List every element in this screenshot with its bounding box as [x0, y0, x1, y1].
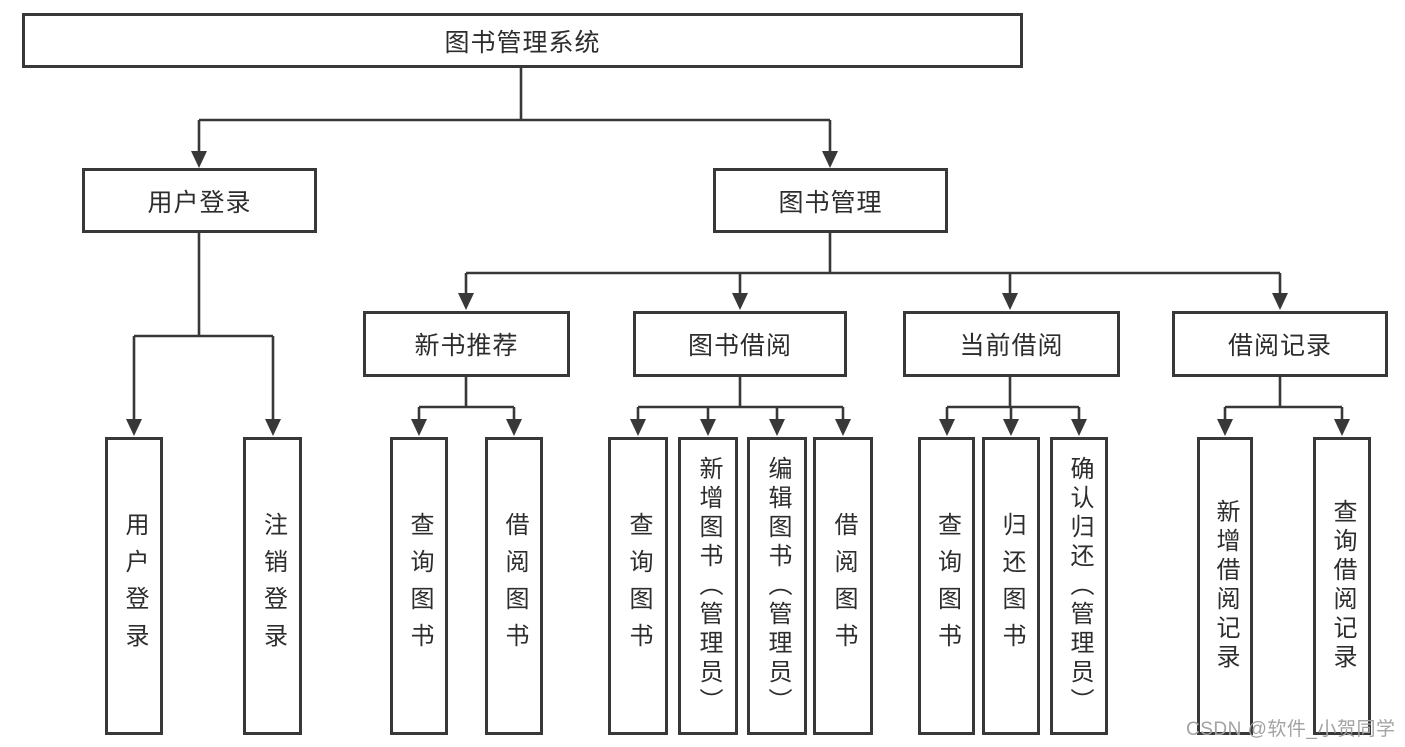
node-book-borrow: 图书借阅 [633, 311, 847, 377]
node-library-system: 图书管理系统 [22, 13, 1023, 68]
leaf-edit-books-admin: 编辑图书（管理员） [747, 437, 807, 735]
leaf-confirm-return-admin: 确认归还（管理员） [1050, 437, 1108, 735]
node-current-borrow: 当前借阅 [903, 311, 1120, 377]
leaf-add-borrow-record: 新增借阅记录 [1197, 437, 1253, 735]
leaf-return-books: 归还图书 [982, 437, 1040, 735]
leaf-query-borrow-record: 查询借阅记录 [1313, 437, 1371, 735]
leaf-borrow-books: 借阅图书 [813, 437, 873, 735]
leaf-logout: 注销登录 [243, 437, 302, 735]
node-borrow-records: 借阅记录 [1172, 311, 1388, 377]
node-book-management: 图书管理 [713, 168, 948, 233]
node-user-login: 用户登录 [82, 168, 317, 233]
leaf-current-query-books: 查询图书 [918, 437, 975, 735]
leaf-borrow-query-books: 查询图书 [608, 437, 668, 735]
csdn-watermark: CSDN @软件_小贺同学 [1186, 719, 1396, 740]
leaf-recommend-borrow-books: 借阅图书 [485, 437, 543, 735]
leaf-add-books-admin: 新增图书（管理员） [678, 437, 738, 735]
leaf-recommend-query-books: 查询图书 [390, 437, 448, 735]
leaf-user-login: 用户登录 [105, 437, 163, 735]
node-new-book-recommend: 新书推荐 [363, 311, 570, 377]
